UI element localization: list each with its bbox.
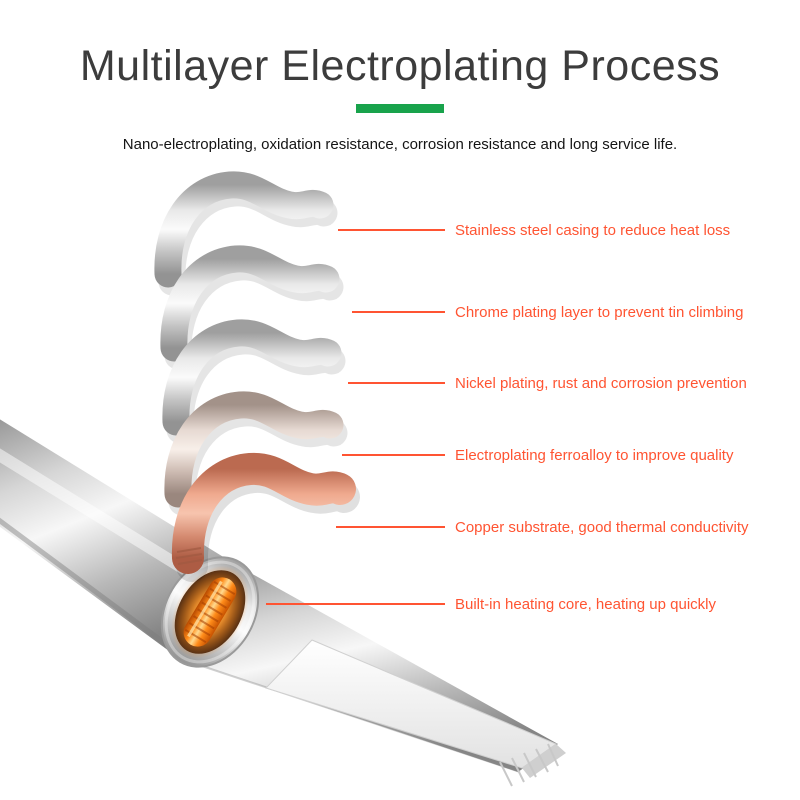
callout-stainless-steel: Stainless steel casing to reduce heat lo… [338,220,730,240]
copper-substrate-layer [176,469,344,566]
callout-line [336,526,445,528]
callout-label: Built-in heating core, heating up quickl… [455,595,716,613]
callout-line [338,229,445,231]
callout-line [352,311,445,313]
callout-label: Electroplating ferroalloy to improve qua… [455,446,734,464]
callout-heating-core: Built-in heating core, heating up quickl… [266,594,716,614]
callout-line [342,454,445,456]
heating-coil [184,580,236,644]
callout-label: Chrome plating layer to prevent tin clim… [455,303,744,321]
callout-line [266,603,445,605]
copper-cross-section-hatch [175,547,203,565]
callout-chrome-plating: Chrome plating layer to prevent tin clim… [352,302,743,322]
callout-nickel-plating: Nickel plating, rust and corrosion preve… [348,373,747,393]
callout-line [348,382,445,384]
heating-core [160,556,260,668]
tip-texture [499,743,559,787]
callout-label: Nickel plating, rust and corrosion preve… [455,374,747,392]
callout-ferroalloy: Electroplating ferroalloy to improve qua… [342,445,733,465]
callout-label: Stainless steel casing to reduce heat lo… [455,221,731,239]
chisel-face [265,639,558,769]
soldering-tip [183,566,566,787]
callout-copper-substrate: Copper substrate, good thermal conductiv… [336,517,749,537]
subtitle: Nano-electroplating, oxidation resistanc… [122,136,678,153]
accent-underline [356,104,444,113]
page-title: Multilayer Electroplating Process [79,42,721,90]
callout-label: Copper substrate, good thermal conductiv… [455,518,749,536]
